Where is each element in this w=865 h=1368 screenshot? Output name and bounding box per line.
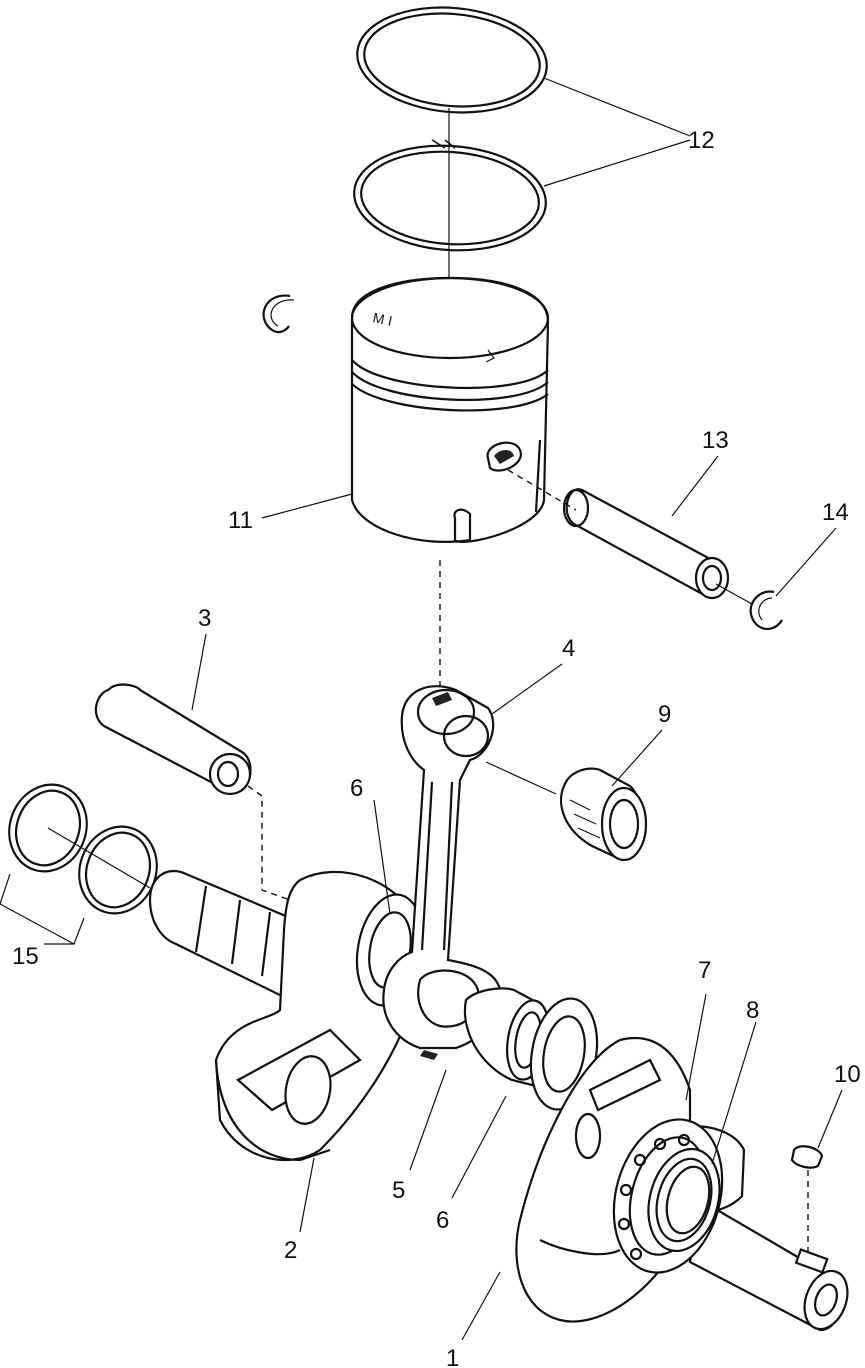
- callout-4: 4: [562, 635, 575, 662]
- callout-8: 8: [746, 997, 759, 1024]
- oil-seal: [647, 1147, 721, 1253]
- axis-line-pin: [507, 469, 577, 511]
- callout-7: 7: [698, 957, 711, 984]
- callout-12: 12: [688, 127, 715, 154]
- callout-6-left: 6: [350, 775, 363, 802]
- piston: M I: [350, 276, 550, 543]
- piston-pin: [562, 488, 730, 600]
- callout-10: 10: [834, 1061, 861, 1088]
- piston-ring-second: [353, 139, 547, 252]
- callout-1: 1: [446, 1345, 459, 1368]
- crank-pin: [94, 683, 252, 796]
- callout-15: 15: [12, 943, 39, 970]
- axis-line-crank-pin: [247, 785, 291, 901]
- callout-11: 11: [228, 507, 253, 534]
- callout-2: 2: [284, 1237, 297, 1264]
- axis-line-small-end: [485, 761, 557, 795]
- circlip-left-icon: [262, 294, 291, 334]
- callout-6-right: 6: [436, 1207, 449, 1234]
- callout-5: 5: [392, 1177, 405, 1204]
- callout-9: 9: [658, 701, 671, 728]
- small-end-bearing: [559, 767, 648, 862]
- leader-lines: [44, 77, 843, 1341]
- piston-ring-top: [356, 6, 548, 114]
- callout-14: 14: [822, 499, 849, 526]
- connecting-rod: [382, 685, 502, 1060]
- shim-left: [8, 783, 88, 873]
- circlip-right-icon: [749, 590, 783, 630]
- piston-marking: M I: [371, 309, 393, 329]
- woodruff-key: [790, 1145, 824, 1169]
- callout-labels: 12 11 13 14 3 4 9 6 15 7 8 10 5 6 2 1: [12, 127, 861, 1368]
- callout-3: 3: [198, 605, 211, 632]
- callout-13: 13: [702, 427, 729, 454]
